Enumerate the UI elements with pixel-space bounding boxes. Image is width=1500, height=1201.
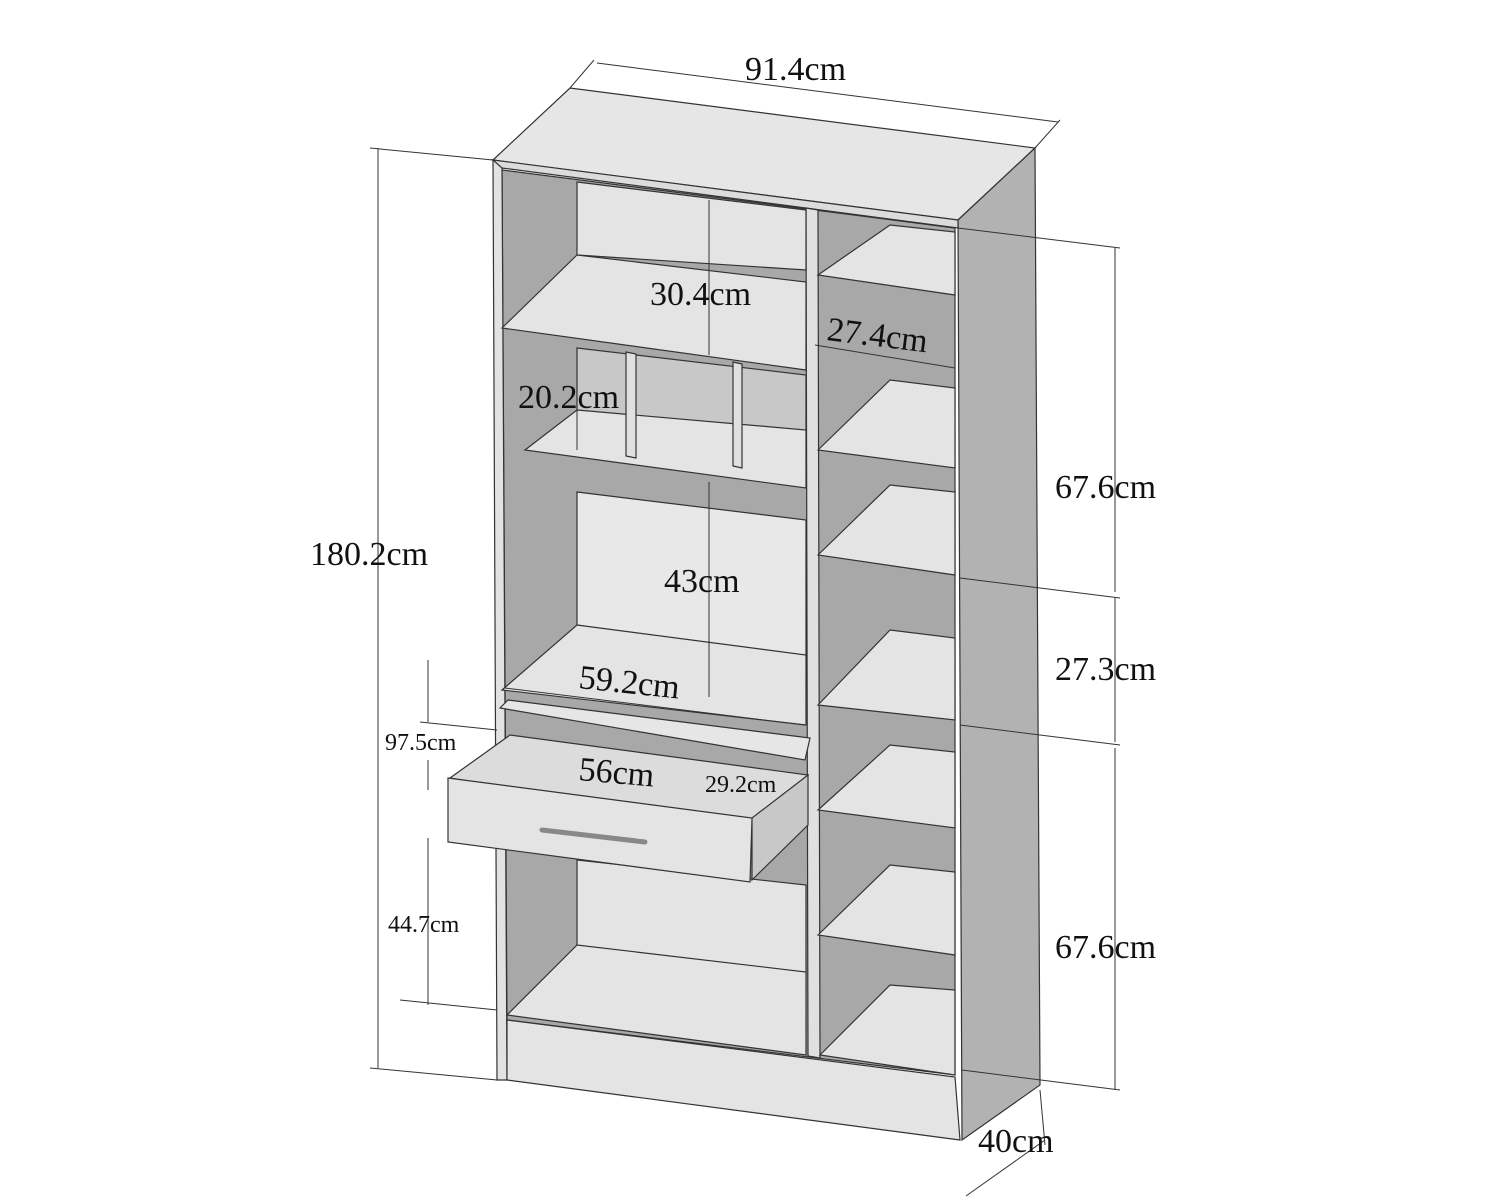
drawer-depth-label: 29.2cm <box>705 772 777 798</box>
dimension-lines <box>369 59 1121 1197</box>
right-middle-label: 27.3cm <box>1055 651 1156 688</box>
center-divider <box>805 207 821 1059</box>
right-shelf-5 <box>816 744 956 829</box>
top-compartment-label: 30.4cm <box>650 276 751 313</box>
cabinet-body <box>491 87 1041 1142</box>
width-label: 91.4cm <box>745 51 846 88</box>
bottom-shelf <box>505 944 807 1056</box>
microwave-shelf <box>500 624 807 726</box>
right-upper-label: 67.6cm <box>1055 469 1156 506</box>
plinth <box>506 1019 961 1141</box>
right-shelf-6 <box>816 864 956 956</box>
drawer-width-label: 56cm <box>577 751 655 794</box>
top-shelf <box>500 254 807 371</box>
back-panel-upper-left <box>576 181 807 271</box>
pullout-tray <box>498 699 811 761</box>
drawer-side <box>751 773 809 882</box>
dimension-labels: 91.4cm 180.2cm 30.4cm 27.4cm 20.2cm 43cm… <box>310 51 1156 1160</box>
right-shelf-1 <box>816 224 956 296</box>
right-lower-label: 67.6cm <box>1055 929 1156 966</box>
depth-label: 40cm <box>978 1123 1054 1160</box>
cubby-height-label: 20.2cm <box>518 379 619 416</box>
right-shelf-4 <box>816 629 956 721</box>
drawer-front <box>447 777 753 883</box>
cubby-divider-2 <box>732 361 743 469</box>
bottom-compartment-label: 44.7cm <box>388 912 460 938</box>
drawer-floor-height-label: 97.5cm <box>385 730 457 756</box>
drawer <box>447 734 810 883</box>
cubby-divider-1 <box>625 351 637 459</box>
right-shelf-2 <box>816 379 956 469</box>
height-label: 180.2cm <box>310 536 428 573</box>
drawer-handle <box>539 827 648 845</box>
right-shelf-3 <box>816 484 956 576</box>
right-bottom-shelf <box>818 984 956 1076</box>
right-side-panel <box>957 146 1041 1142</box>
microwave-opening-label: 43cm <box>664 563 740 600</box>
